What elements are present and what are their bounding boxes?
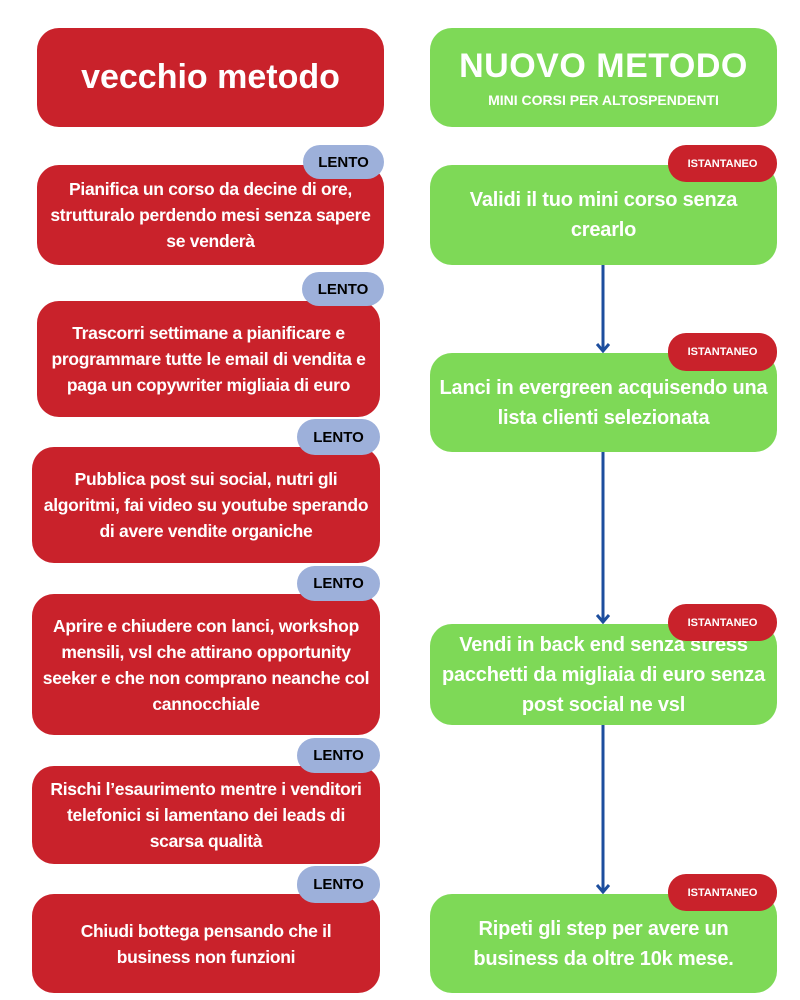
slow-badge: LENTO: [302, 272, 384, 306]
new-step-text: Lanci in evergreen acquisendo una lista …: [439, 376, 768, 429]
new-method-header: NUOVO METODO MINI CORSI PER ALTOSPENDENT…: [430, 28, 777, 127]
instant-badge: ISTANTANEO: [668, 333, 777, 371]
new-step-text: Vendi in back end senza stress pacchetti…: [441, 633, 766, 716]
old-step-1: Pianifica un corso da decine di ore, str…: [37, 165, 384, 265]
new-method-title: NUOVO METODO: [459, 47, 748, 85]
old-method-title: vecchio metodo: [81, 58, 340, 96]
down-arrow-icon: [596, 265, 610, 353]
old-step-4: Aprire e chiudere con lanci, workshop me…: [32, 594, 380, 735]
old-step-text: Pubblica post sui social, nutri gli algo…: [43, 469, 369, 541]
old-step-text: Pianifica un corso da decine di ore, str…: [50, 179, 371, 251]
old-step-text: Trascorri settimane a pianificare e prog…: [51, 323, 366, 395]
old-step-6: Chiudi bottega pensando che il business …: [32, 894, 380, 993]
old-method-header: vecchio metodo: [37, 28, 384, 127]
down-arrow-icon: [596, 725, 610, 894]
slow-badge: LENTO: [297, 866, 380, 903]
old-step-3: Pubblica post sui social, nutri gli algo…: [32, 447, 380, 563]
old-step-text: Aprire e chiudere con lanci, workshop me…: [42, 615, 370, 714]
new-method-subtitle: MINI CORSI PER ALTOSPENDENTI: [488, 92, 719, 108]
instant-badge: ISTANTANEO: [668, 145, 777, 182]
down-arrow-icon: [596, 452, 610, 624]
old-step-text: Chiudi bottega pensando che il business …: [80, 920, 332, 967]
new-step-text: Validi il tuo mini corso senza crearlo: [469, 189, 738, 241]
old-step-2: Trascorri settimane a pianificare e prog…: [37, 301, 380, 417]
instant-badge: ISTANTANEO: [668, 874, 777, 911]
instant-badge: ISTANTANEO: [668, 604, 777, 641]
new-step-text: Ripeti gli step per avere un business da…: [473, 917, 734, 970]
slow-badge: LENTO: [303, 145, 384, 179]
old-step-text: Rischi l’esaurimento mentre i venditori …: [50, 779, 362, 851]
slow-badge: LENTO: [297, 566, 380, 601]
slow-badge: LENTO: [297, 738, 380, 773]
slow-badge: LENTO: [297, 419, 380, 455]
old-step-5: Rischi l’esaurimento mentre i venditori …: [32, 766, 380, 864]
